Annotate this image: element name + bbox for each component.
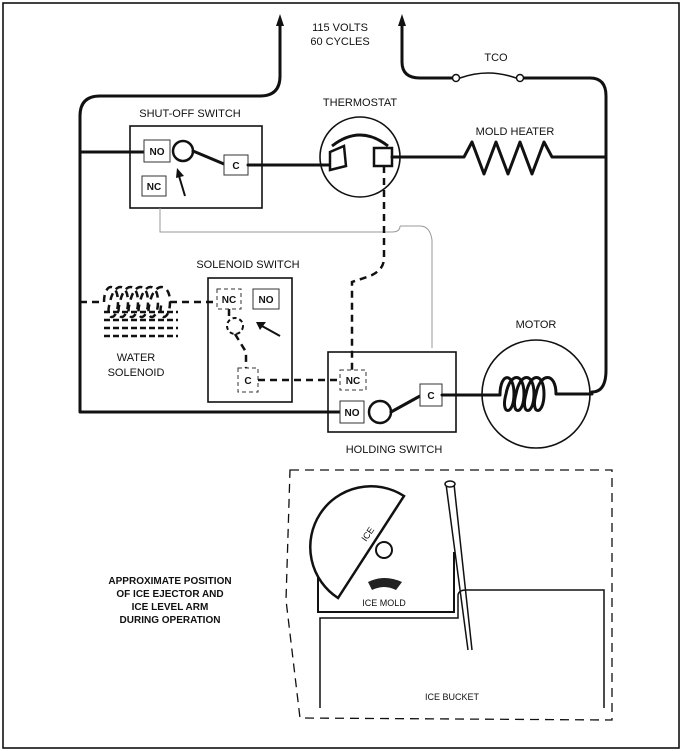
ice-mold-label: ICE MOLD xyxy=(362,598,406,608)
solenoid-no-text: NO xyxy=(259,295,274,306)
power-leads xyxy=(78,14,608,414)
shutoff-pivot xyxy=(171,139,195,163)
position-note-3: ICE LEVEL ARM xyxy=(132,602,209,613)
solenoid-switch-box xyxy=(207,277,293,403)
holding-nc-contact xyxy=(339,369,367,391)
voltage-label: 115 VOLTS xyxy=(312,22,368,34)
shutoff-nc-text: NC xyxy=(147,182,161,193)
shutoff-switch-label: SHUT-OFF SWITCH xyxy=(139,108,240,120)
ice-level-arm-tip xyxy=(444,480,456,488)
position-note-4: DURING OPERATION xyxy=(120,615,221,626)
solenoid-no-contact xyxy=(252,288,280,310)
shutoff-no-text: NO xyxy=(150,147,165,158)
position-note-2: OF ICE EJECTOR AND xyxy=(116,589,223,600)
holding-switch-box xyxy=(327,351,457,433)
water-solenoid-label-2: SOLENOID xyxy=(108,367,165,379)
solenoid-arrow-head xyxy=(256,322,266,330)
solenoid-switch-label: SOLENOID SWITCH xyxy=(196,259,299,271)
holding-switch-label: HOLDING SWITCH xyxy=(346,444,443,456)
solenoid-c-text: C xyxy=(244,376,251,387)
holding-nc-text: NC xyxy=(346,376,360,387)
holding-no-contact xyxy=(339,400,365,424)
ice-bucket-label: ICE BUCKET xyxy=(425,692,480,702)
solenoid-arrow-shaft xyxy=(261,325,281,337)
thermostat-right-terminal xyxy=(372,146,394,168)
shutoff-arrow-head xyxy=(176,168,184,178)
holding-pivot xyxy=(367,399,393,425)
water-solenoid-label-1: WATER xyxy=(117,352,156,364)
thermostat-bimetal xyxy=(331,133,389,148)
plug-prong-right xyxy=(398,14,406,26)
shutoff-c-text: C xyxy=(232,161,239,172)
shutoff-arrow-shaft xyxy=(178,175,186,197)
frequency-label: 60 CYCLES xyxy=(310,36,369,48)
solenoid-nc-text: NC xyxy=(222,295,236,306)
thermostat-left-terminal xyxy=(328,144,348,172)
plug-prong-left xyxy=(276,14,284,26)
holding-no-text: NO xyxy=(345,408,360,419)
ice-bucket xyxy=(319,589,605,708)
holding-c-text: C xyxy=(427,391,434,402)
mold-heater-element xyxy=(452,140,608,176)
motor-coil xyxy=(484,376,594,412)
mold-heater-label: MOLD HEATER xyxy=(476,126,555,138)
tco-label: TCO xyxy=(484,52,508,64)
ice-mold xyxy=(317,552,455,613)
shutoff-no-contact xyxy=(143,139,171,163)
ice-ejector-rotation-arrow xyxy=(368,578,402,590)
tco-fuse xyxy=(451,72,525,83)
shutoff-nc-contact xyxy=(141,175,167,197)
ice-ejector-hub xyxy=(375,541,393,559)
shutoff-switch-box xyxy=(129,125,263,209)
solenoid-pivot xyxy=(226,317,244,335)
ice-level-arm xyxy=(445,483,473,651)
thermostat-label: THERMOSTAT xyxy=(323,97,397,109)
position-note-1: APPROXIMATE POSITION xyxy=(108,576,231,587)
ice-ejector-blade xyxy=(309,485,406,600)
motor-label: MOTOR xyxy=(516,319,557,331)
ice-detail-frame xyxy=(285,469,613,721)
water-solenoid-coil xyxy=(80,285,217,338)
